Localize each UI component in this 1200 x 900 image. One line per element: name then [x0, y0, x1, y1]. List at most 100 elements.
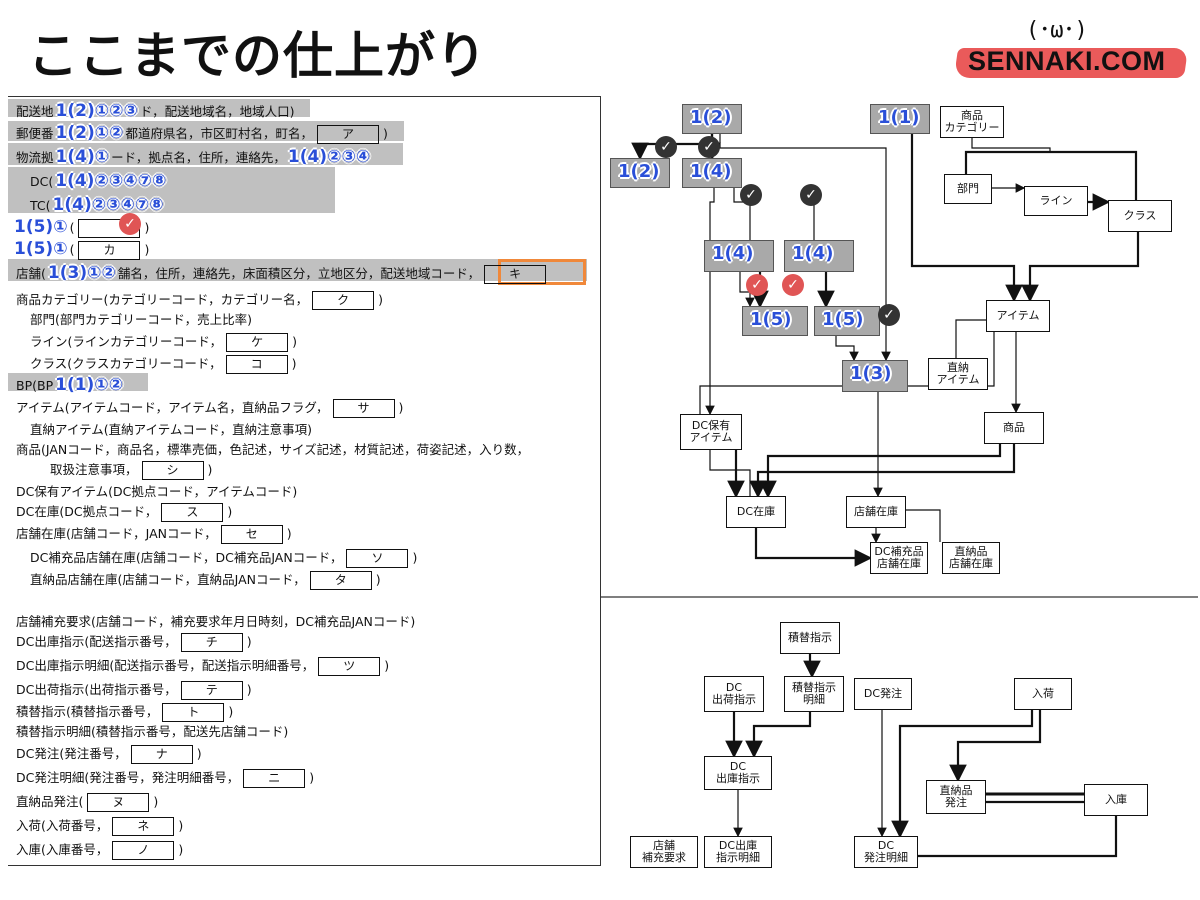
- blank-answer-box[interactable]: シ: [141, 461, 204, 480]
- entity-node[interactable]: 直納アイテム: [928, 358, 988, 390]
- schema-line: 直納アイテム(直納アイテムコード，直納注意事項): [30, 419, 312, 438]
- entity-node[interactable]: アイテム: [986, 300, 1050, 332]
- schema-text: ): [153, 794, 159, 809]
- schema-text: ): [412, 550, 418, 565]
- schema-text: ): [178, 842, 184, 857]
- schema-text: 店舗(: [16, 266, 46, 281]
- entity-node[interactable]: クラス: [1108, 200, 1172, 232]
- schema-text: DC出庫指示(配送指示番号，: [16, 634, 177, 649]
- answer-ref-badge: 1(2): [618, 161, 660, 182]
- blank-answer-box[interactable]: ニ: [243, 769, 306, 788]
- schema-text: ): [398, 400, 404, 415]
- entity-node[interactable]: 部門: [944, 174, 992, 204]
- blank-answer-box[interactable]: ケ: [226, 333, 289, 352]
- gray-entity-box: [610, 158, 670, 188]
- blank-answer-box[interactable]: カ: [78, 241, 141, 260]
- entity-node[interactable]: 商品: [984, 412, 1044, 444]
- gray-entity-box: [784, 240, 854, 272]
- entity-node[interactable]: DC在庫: [726, 496, 786, 528]
- blank-answer-box[interactable]: ナ: [130, 745, 193, 764]
- answer-ref-badge: 1(1)①②: [55, 375, 124, 395]
- entity-node[interactable]: DC発注: [854, 678, 912, 710]
- check-icon: ✓: [782, 274, 804, 296]
- schema-text: 積替指示明細(積替指示番号，配送先店舗コード): [16, 724, 289, 739]
- check-icon: ✓: [800, 184, 822, 206]
- blank-answer-box[interactable]: ノ: [112, 841, 175, 860]
- schema-text: DC出荷指示(出荷指示番号，: [16, 682, 177, 697]
- schema-text: 都道府県名，市区町村名，町名，: [125, 126, 314, 141]
- schema-text: 直納品発注(: [16, 794, 84, 809]
- schema-text: ード，拠点名，住所，連絡先，: [111, 150, 286, 165]
- blank-answer-box[interactable]: セ: [220, 525, 283, 544]
- blank-answer-box[interactable]: ス: [161, 503, 224, 522]
- entity-node[interactable]: 直納品発注: [926, 780, 986, 814]
- schema-line: 入荷(入荷番号，ネ): [16, 815, 183, 836]
- entity-node[interactable]: 入庫: [1084, 784, 1148, 816]
- gray-entity-box: [682, 158, 742, 188]
- blank-answer-box[interactable]: ヌ: [87, 793, 150, 812]
- blank-answer-box[interactable]: ト: [162, 703, 225, 722]
- schema-line: 商品(JANコード，商品名，標準売価，色記述，サイズ記述，材質記述，荷姿記述，入…: [16, 439, 529, 458]
- schema-text: DC補充品店舗在庫(店舗コード，DC補充品JANコード，: [30, 550, 343, 565]
- schema-text: ): [375, 572, 381, 587]
- schema-text: ): [292, 334, 298, 349]
- schema-line: 積替指示(積替指示番号，ト): [16, 701, 233, 722]
- schema-line: 直納品発注(ヌ): [16, 791, 158, 812]
- entity-node[interactable]: 店舗補充要求: [630, 836, 698, 868]
- schema-text: 商品カテゴリー(カテゴリーコード，カテゴリー名，: [16, 292, 309, 307]
- schema-line: ライン(ラインカテゴリーコード，ケ): [30, 331, 297, 352]
- schema-text: 店舗補充要求(店舗コード，補充要求年月日時刻，DC補充品JANコード): [16, 614, 416, 629]
- schema-text: ): [144, 242, 150, 257]
- schema-text: (: [69, 220, 75, 235]
- entity-node[interactable]: DC出庫指示明細: [704, 836, 772, 868]
- answer-ref-badge: 1(5)①: [14, 217, 68, 237]
- highlight-band: [8, 167, 335, 213]
- blank-answer-box[interactable]: チ: [180, 633, 243, 652]
- blank-answer-box[interactable]: ツ: [318, 657, 381, 676]
- schema-line: 1(5)①(): [12, 217, 149, 238]
- answer-ref-badge: 1(4)①: [55, 147, 110, 167]
- schema-line: 1(5)①(カ): [12, 239, 149, 260]
- schema-line: DC発注(発注番号，ナ): [16, 743, 202, 764]
- entity-node[interactable]: 積替指示: [780, 622, 840, 654]
- blank-answer-box[interactable]: コ: [225, 355, 288, 374]
- site-logo[interactable]: (･ω･) SENNAKI.COM: [953, 8, 1189, 80]
- entity-node[interactable]: 店舗在庫: [846, 496, 906, 528]
- check-icon: ✓: [698, 136, 720, 158]
- blank-answer-box[interactable]: ソ: [346, 549, 409, 568]
- entity-node[interactable]: 積替指示明細: [784, 676, 844, 712]
- entity-node[interactable]: DC補充品店舗在庫: [870, 542, 928, 574]
- schema-text: ): [384, 658, 390, 673]
- schema-line: 店舗在庫(店舗コード，JANコード，セ): [16, 523, 292, 544]
- blank-answer-box[interactable]: ネ: [112, 817, 175, 836]
- schema-text: ): [286, 526, 292, 541]
- answer-ref-badge: 1(5)①: [14, 239, 68, 259]
- blank-answer-box[interactable]: キ: [484, 265, 547, 284]
- schema-text: ): [383, 126, 388, 141]
- schema-text: ライン(ラインカテゴリーコード，: [30, 334, 223, 349]
- blank-answer-box[interactable]: サ: [332, 399, 395, 418]
- blank-answer-box[interactable]: テ: [180, 681, 243, 700]
- blank-answer-box[interactable]: ア: [317, 125, 380, 144]
- logo-face: (･ω･): [1026, 18, 1088, 43]
- page-title: ここまでの仕上がり: [28, 27, 487, 85]
- entity-node[interactable]: 直納品店舗在庫: [942, 542, 1000, 574]
- schema-text: 舗名，住所，連絡先，床面積区分，立地区分，配送地域コード，: [117, 266, 481, 281]
- entity-node[interactable]: ライン: [1024, 186, 1088, 216]
- check-icon: ✓: [878, 304, 900, 326]
- entity-node[interactable]: DC保有アイテム: [680, 414, 742, 450]
- answer-ref-badge: 1(4)②③④⑦⑧: [55, 171, 167, 191]
- blank-answer-box[interactable]: タ: [309, 571, 372, 590]
- schema-line: DC発注明細(発注番号，発注明細番号，ニ): [16, 767, 314, 788]
- check-icon: ✓: [746, 274, 768, 296]
- gray-entity-box: [742, 306, 808, 336]
- entity-node[interactable]: 商品カテゴリー: [940, 106, 1004, 138]
- answer-ref-badge: 1(2): [690, 107, 732, 128]
- entity-node[interactable]: 入荷: [1014, 678, 1072, 710]
- blank-answer-box[interactable]: ク: [312, 291, 375, 310]
